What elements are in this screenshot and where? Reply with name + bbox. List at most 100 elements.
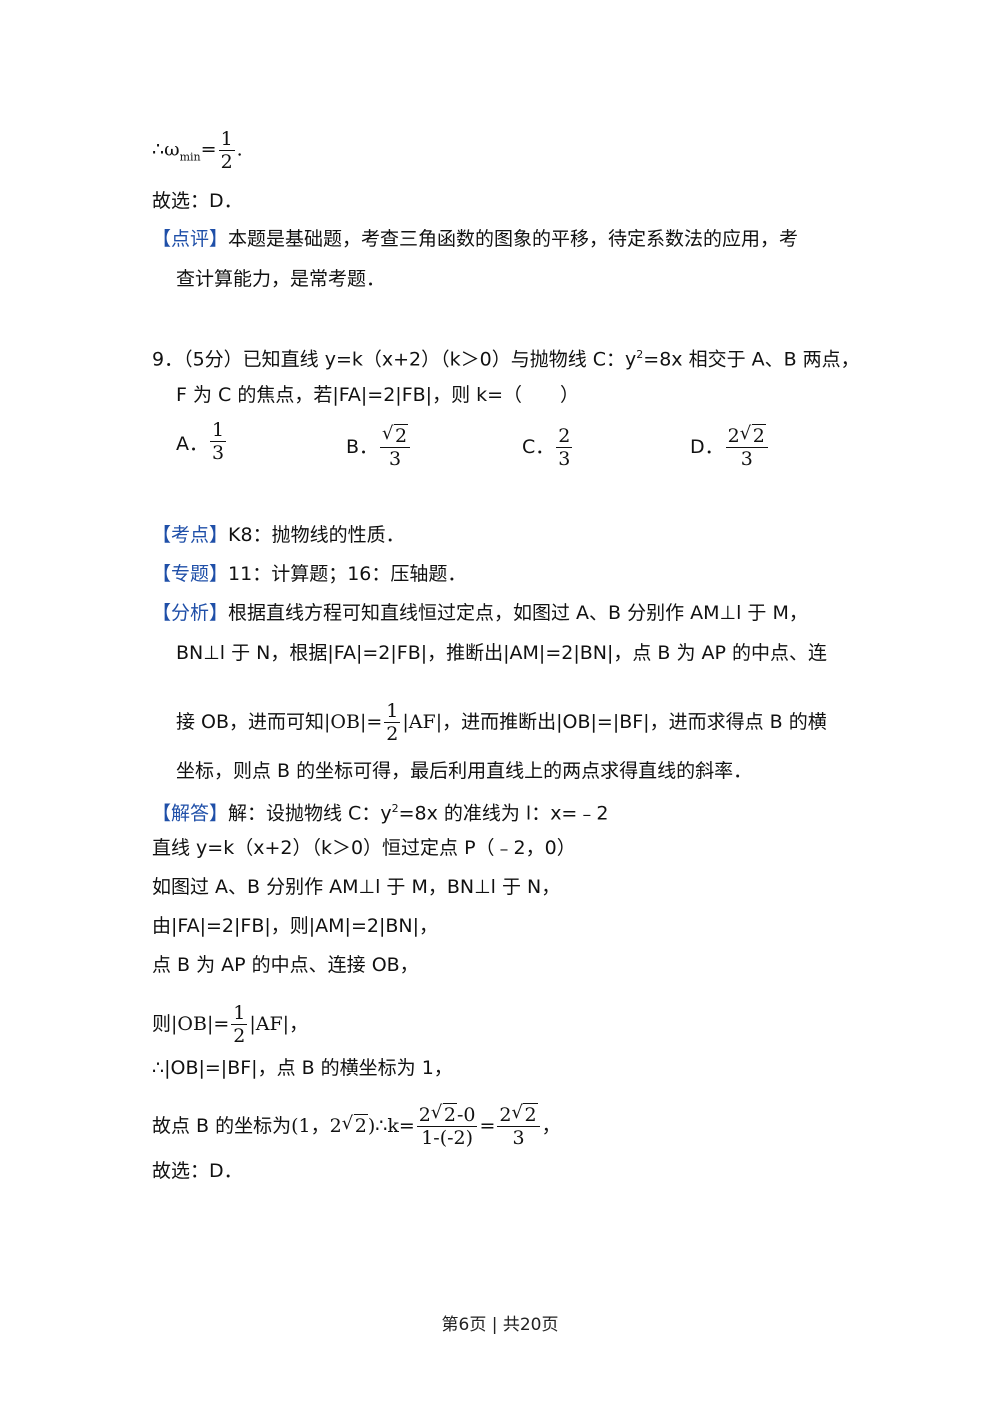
omega-end: . <box>236 138 243 161</box>
point-a-part: (1，2 <box>291 1115 342 1137</box>
zhuanti-tag: 【专题】 <box>152 563 229 585</box>
fenxi-3-af: |AF| <box>402 711 443 733</box>
point-sqrt: √2 <box>342 1113 368 1139</box>
option-d-den: 3 <box>740 448 753 470</box>
solution-line-4: 由|FA|=2|FB|，则|AM|=2|BN|， <box>152 915 439 937</box>
solution-1-sup: 2 <box>391 802 399 815</box>
k-result-coef: 2 <box>499 1104 512 1126</box>
option-b-den: 3 <box>389 448 402 470</box>
solution-1b: =8x 的准线为 l：x=﹣2 <box>398 802 609 825</box>
option-b-sqrt: √2 <box>382 423 409 447</box>
kaodian-text: K8：抛物线的性质． <box>228 524 405 546</box>
option-b-label: B． <box>346 436 379 458</box>
k-result-sqrt: √2 <box>511 1102 538 1126</box>
solution-6-den: 2 <box>233 1025 246 1047</box>
solution-line-5: 点 B 为 AP 的中点、连接 OB， <box>152 954 419 976</box>
sqrt-sign-icon: √ <box>430 1102 443 1123</box>
k-result-radicand: 2 <box>523 1103 538 1126</box>
k-num-tail: -0 <box>456 1104 476 1126</box>
review-line-2: 查计算能力，是常考题． <box>176 268 386 290</box>
solution-1a: 解：设抛物线 C：y <box>228 802 392 825</box>
sqrt-sign-icon: √ <box>382 423 394 444</box>
omega-num: 1 <box>218 128 235 151</box>
page-footer: 第6页 | 共20页 <box>441 1315 559 1335</box>
option-c-den: 3 <box>558 448 571 470</box>
fenxi-tag: 【分析】 <box>152 602 229 624</box>
k-den: 1-(-2) <box>421 1127 474 1149</box>
k-eq2: = <box>479 1115 496 1137</box>
point-b-part: ) <box>367 1115 376 1137</box>
sqrt-sign-icon: √ <box>341 1113 354 1134</box>
solution-line-3: 如图过 A、B 分别作 AM⊥l 于 M，BN⊥l 于 N， <box>152 876 561 898</box>
k-eq: ∴k= <box>375 1115 415 1137</box>
question-9-stem-2: F 为 C 的焦点，若|FA|=2|FB|，则 k=（ ） <box>176 384 580 406</box>
zhuanti-text: 11：计算题；16：压轴题． <box>228 563 467 585</box>
fenxi-3-num: 1 <box>384 700 401 723</box>
option-a-label: A． <box>176 433 208 455</box>
sqrt-sign-icon: √ <box>511 1102 523 1123</box>
kaodian-line: 【考点】K8：抛物线的性质． <box>152 522 405 548</box>
solution-8-end: ， <box>541 1115 561 1137</box>
review-tag: 【点评】 <box>152 228 229 250</box>
choice-line-top: 故选：D． <box>152 190 243 212</box>
fenxi-3-den: 2 <box>386 723 399 745</box>
option-d-label: D． <box>690 436 724 458</box>
option-b-num: √2 <box>380 423 411 448</box>
q9-stem-1a: 9．（5分）已知直线 y=k（x+2）（k＞0）与抛物线 C：y <box>152 348 637 371</box>
option-d-coef: 2 <box>727 425 740 447</box>
kaodian-tag: 【考点】 <box>152 524 229 546</box>
solution-8a: 故点 B 的坐标为 <box>152 1115 292 1137</box>
question-9-stem-1: 9．（5分）已知直线 y=k（x+2）（k＞0）与抛物线 C：y2=8x 相交于… <box>152 342 860 372</box>
solution-line-9: 故选：D． <box>152 1160 243 1182</box>
solution-6-ob: |OB|= <box>171 1013 230 1035</box>
k-result-den: 3 <box>512 1127 525 1149</box>
option-a-num: 1 <box>210 419 227 442</box>
option-b-radicand: 2 <box>394 424 409 447</box>
fenxi-line-2: BN⊥l 于 N，根据|FA|=2|FB|，推断出|AM|=2|BN|，点 B … <box>176 642 828 664</box>
solution-line-1: 【解答】解：设抛物线 C：y2=8x 的准线为 l：x=﹣2 <box>152 796 608 826</box>
review-line-1: 【点评】本题是基础题，考查三角函数的图象的平移，待定系数法的应用，考 <box>152 226 798 252</box>
option-d-sqrt: √2 <box>739 423 766 447</box>
fenxi-3-ob: |OB|= <box>324 711 383 733</box>
omega-den: 2 <box>220 151 233 173</box>
omega-prefix: ∴ω <box>152 138 180 161</box>
fenxi-line-4: 坐标，则点 B 的坐标可得，最后利用直线上的两点求得直线的斜率． <box>176 760 753 782</box>
sqrt-sign-icon: √ <box>739 423 752 444</box>
point-radicand: 2 <box>353 1114 368 1137</box>
option-d-radicand: 2 <box>751 424 766 447</box>
solution-6-num: 1 <box>231 1002 248 1025</box>
solution-line-7: ∴|OB|=|BF|，点 B 的横坐标为 1， <box>152 1057 453 1079</box>
k-num-sqrt: √2 <box>430 1102 457 1126</box>
q9-stem-sup: 2 <box>636 348 644 361</box>
fenxi-3b: ，进而推断出|OB|=|BF|，进而求得点 B 的横 <box>442 711 827 733</box>
fenxi-text-1: 根据直线方程可知直线恒过定点，如图过 A、B 分别作 AM⊥l 于 M， <box>228 602 808 624</box>
solution-6-af: |AF|， <box>249 1013 309 1035</box>
k-result-num: 2√2 <box>497 1102 540 1127</box>
omega-eq: = <box>200 138 217 161</box>
solution-line-2: 直线 y=k（x+2）（k＞0）恒过定点 P（﹣2，0） <box>152 837 576 859</box>
option-c-num: 2 <box>556 425 573 448</box>
option-a-den: 3 <box>212 442 225 464</box>
zhuanti-line: 【专题】11：计算题；16：压轴题． <box>152 561 466 587</box>
k-num: 2√2-0 <box>416 1102 478 1127</box>
jieda-tag: 【解答】 <box>152 802 229 825</box>
k-num-radicand: 2 <box>442 1103 457 1126</box>
fenxi-3a: 接 OB，进而可知 <box>176 711 325 733</box>
